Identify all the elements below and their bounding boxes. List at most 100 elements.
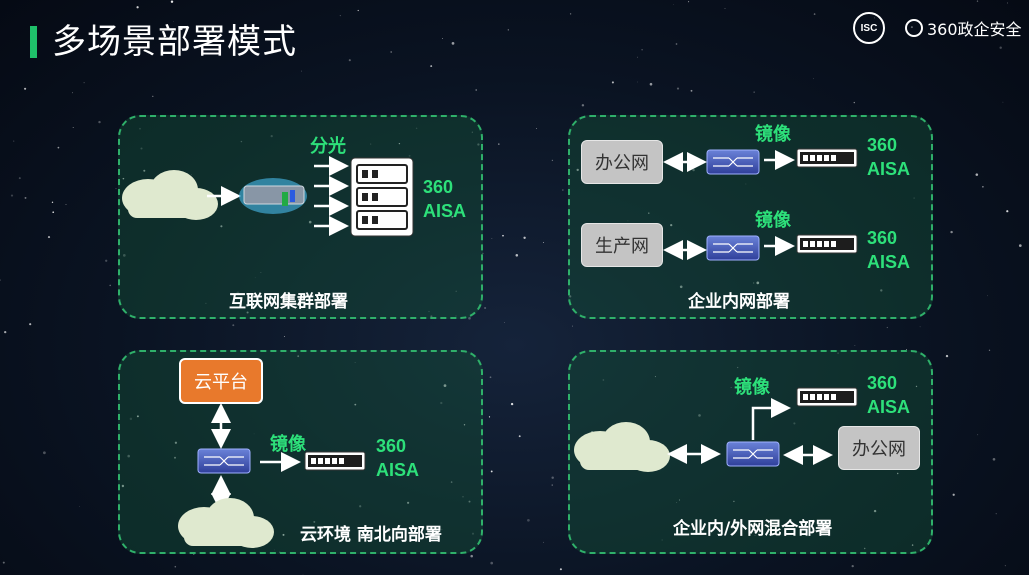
star <box>1004 565 1006 567</box>
star <box>191 174 193 176</box>
star <box>441 38 443 40</box>
office-network-box: 办公网 <box>838 426 920 470</box>
star <box>661 539 663 541</box>
switch-icon <box>706 149 760 175</box>
star <box>430 65 433 68</box>
star <box>127 454 130 458</box>
star <box>886 326 888 329</box>
star <box>813 78 814 80</box>
star <box>143 169 146 172</box>
production-network-box: 生产网 <box>581 223 663 267</box>
isc-logo-text: ISC <box>860 22 878 34</box>
star <box>986 295 988 297</box>
star <box>641 48 643 51</box>
star <box>370 143 372 145</box>
star <box>999 46 1002 49</box>
star <box>988 349 991 351</box>
star <box>498 143 500 145</box>
star <box>24 196 27 199</box>
star <box>260 272 262 273</box>
star <box>543 241 544 243</box>
star <box>559 568 562 571</box>
star <box>179 27 183 31</box>
star <box>430 315 433 318</box>
star <box>637 81 638 83</box>
star <box>730 387 732 388</box>
switch-icon <box>197 448 251 474</box>
star <box>0 279 1 281</box>
star <box>484 306 487 310</box>
star <box>572 325 574 327</box>
star <box>543 541 544 543</box>
star <box>919 326 921 328</box>
star <box>121 484 125 488</box>
cloud-platform-box: 云平台 <box>179 358 263 404</box>
star <box>504 322 506 323</box>
aisa-label-line2: AISA <box>376 460 420 480</box>
star <box>863 547 866 550</box>
star <box>1018 244 1022 247</box>
star <box>65 203 67 206</box>
star <box>950 230 953 234</box>
split-arrows <box>314 156 349 236</box>
star <box>415 127 418 130</box>
star <box>407 501 410 504</box>
star <box>136 6 139 9</box>
star <box>491 238 493 239</box>
aisa-label-line2: AISA <box>423 201 467 221</box>
star <box>678 499 681 501</box>
star <box>1002 101 1004 103</box>
star <box>523 236 526 239</box>
star <box>440 401 443 405</box>
star <box>348 59 351 62</box>
star <box>470 554 473 558</box>
star <box>450 481 453 483</box>
aisa-label-line1: 360 <box>867 135 898 155</box>
star <box>880 289 883 292</box>
star <box>236 291 240 295</box>
star <box>357 9 359 12</box>
star <box>502 234 504 237</box>
star <box>253 433 255 435</box>
star <box>679 285 683 289</box>
star <box>489 376 492 379</box>
star <box>390 51 393 53</box>
star <box>301 70 302 72</box>
star <box>673 4 674 5</box>
aisa-device-icon <box>796 387 858 407</box>
star <box>270 134 273 138</box>
arrow-switch-aisa-4 <box>751 398 791 440</box>
star <box>283 336 285 338</box>
star <box>173 21 174 22</box>
star <box>976 0 979 2</box>
star <box>753 91 755 93</box>
star <box>51 201 54 203</box>
cloud-icon <box>122 170 218 220</box>
aisa-label: 360 AISA <box>423 175 466 223</box>
star <box>72 127 74 128</box>
star <box>477 143 480 146</box>
star <box>98 120 101 124</box>
star <box>602 379 605 381</box>
star <box>562 189 564 191</box>
star <box>174 565 177 568</box>
aisa-label-line1: 360 <box>376 436 407 456</box>
panel-label-cloud: 云环境 南北向部署 <box>300 525 442 545</box>
star <box>286 25 289 28</box>
star <box>490 561 494 565</box>
star <box>109 284 111 287</box>
star <box>753 282 755 284</box>
brand-logo: 360政企安全 <box>905 16 1022 40</box>
star <box>527 518 530 522</box>
star <box>915 385 918 388</box>
star <box>675 43 678 45</box>
star <box>455 290 457 292</box>
star <box>174 456 176 459</box>
star <box>754 535 756 537</box>
star <box>507 29 509 31</box>
star <box>906 348 907 350</box>
star <box>282 533 285 536</box>
star <box>313 520 316 523</box>
brand-mark-icon <box>905 19 923 37</box>
star <box>443 384 447 387</box>
